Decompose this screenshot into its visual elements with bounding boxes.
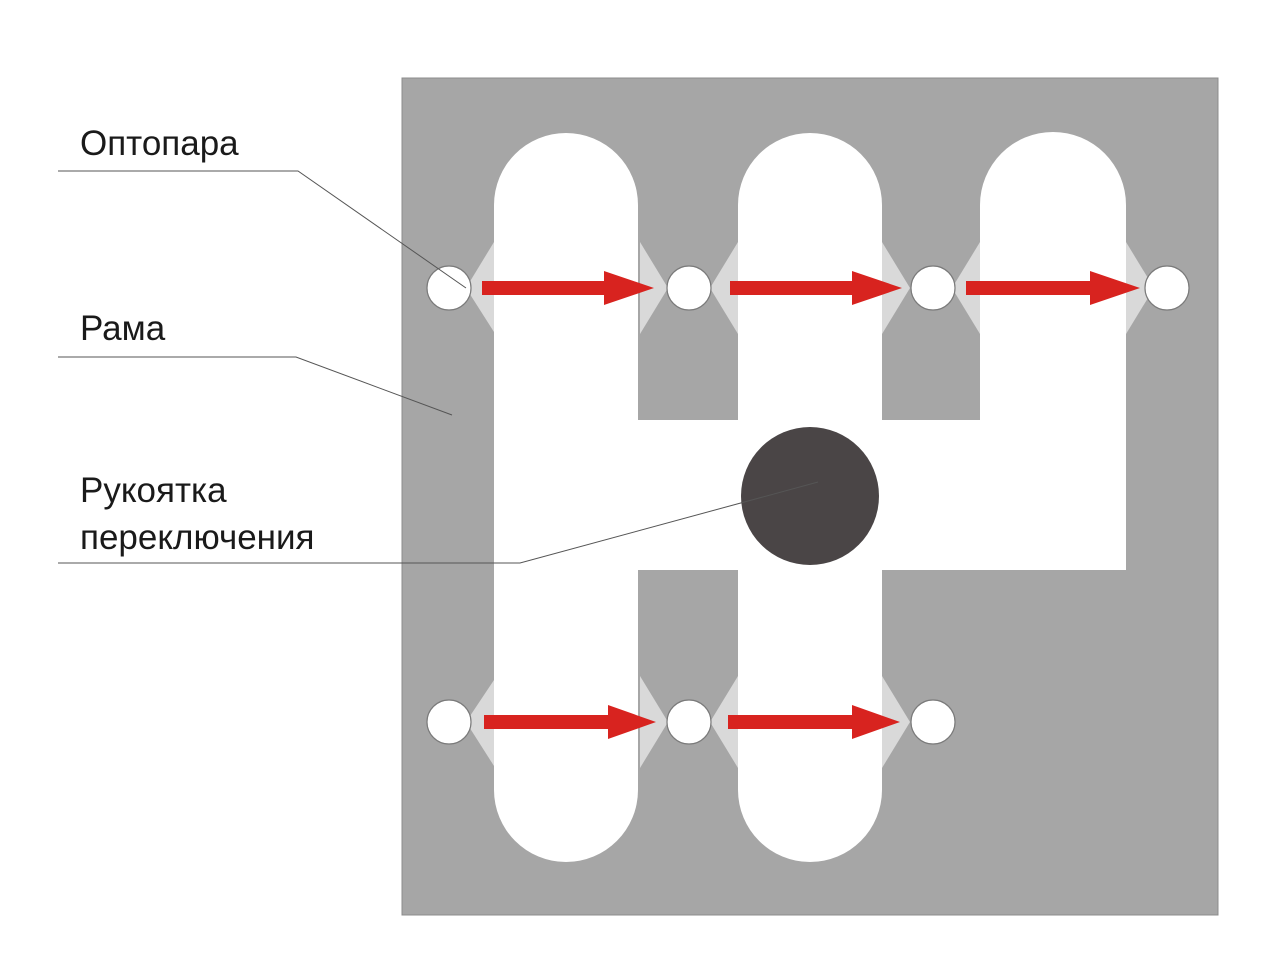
sensor-top-2 [666, 265, 712, 311]
beam-arrow [966, 271, 1140, 305]
leader-lines [58, 170, 819, 564]
beam-arrow [482, 271, 654, 305]
sensor-bottom-1 [426, 699, 472, 745]
slot-gear-3 [738, 133, 882, 422]
shift-handle [741, 427, 879, 565]
wedge [710, 676, 738, 768]
label-handle-line1: Рукоятка [80, 471, 227, 510]
label-handle-line2: переключения [80, 518, 315, 557]
light-beams [482, 271, 1140, 739]
optocoupler-sensors [426, 265, 1190, 745]
leader-optocoupler [58, 170, 467, 289]
label-frame: Рама [80, 309, 166, 348]
beam-arrow [728, 705, 900, 739]
beam-arrow [484, 705, 656, 739]
leader-handle [58, 481, 819, 564]
sensor-top-3 [910, 265, 956, 311]
sensor-top-1 [426, 265, 472, 311]
beam-arrow [730, 271, 902, 305]
wedge [466, 680, 494, 766]
leader-frame [58, 356, 453, 416]
sensor-bottom-2 [666, 699, 712, 745]
sensor-top-4 [1144, 265, 1190, 311]
sensor-bottom-3 [910, 699, 956, 745]
wedge [466, 242, 494, 332]
label-optocoupler: Оптопара [80, 124, 239, 163]
wedge [710, 242, 738, 334]
slot-gear-1 [494, 133, 638, 422]
